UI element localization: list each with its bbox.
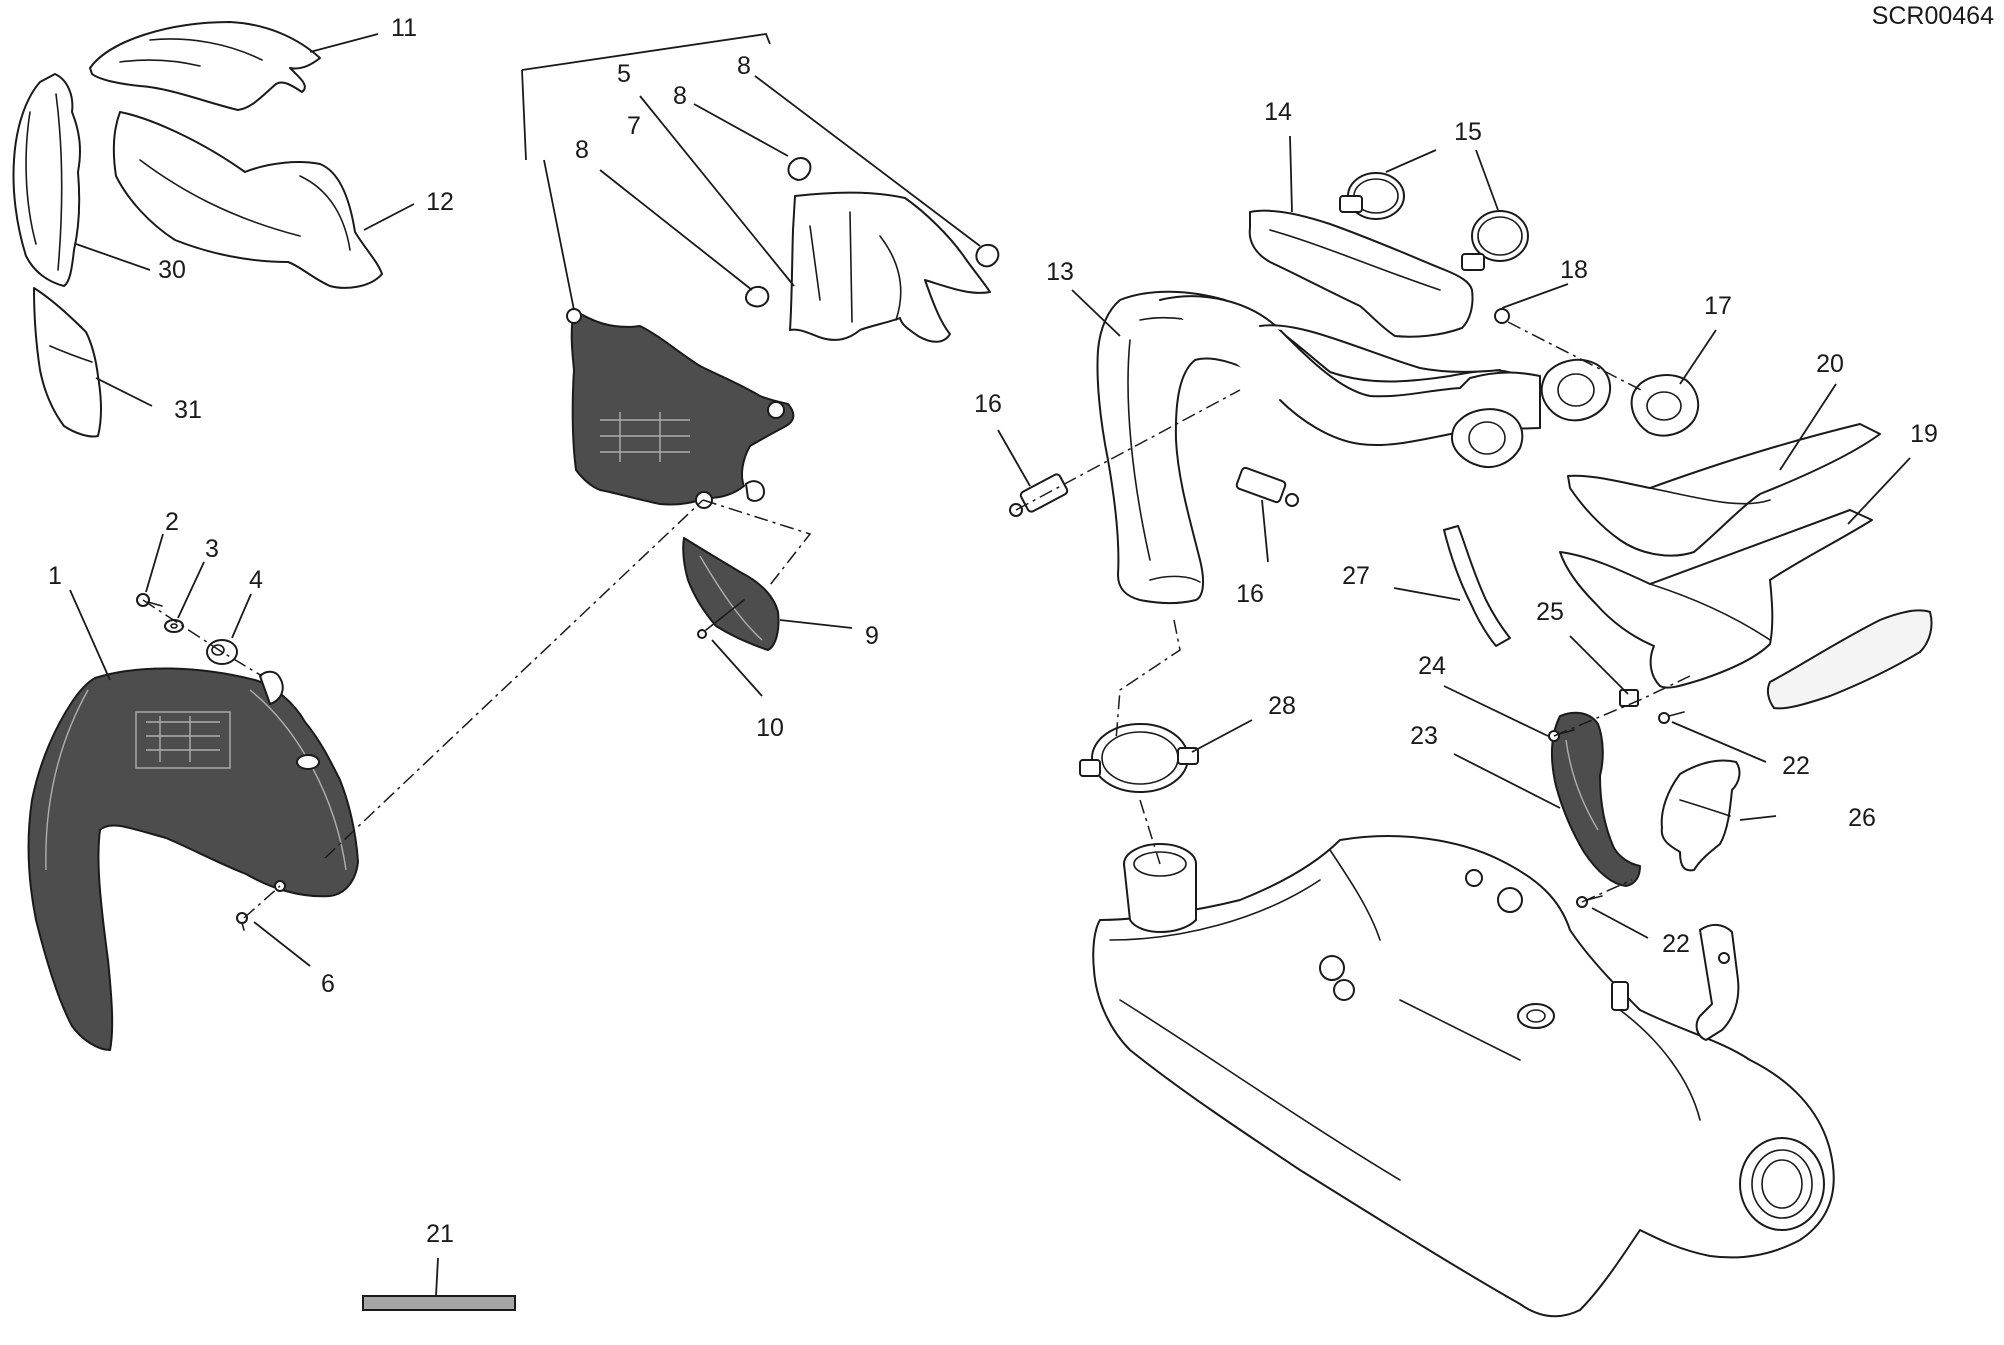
heat-shield-strip-right: [1766, 609, 1933, 710]
callout-18: 18: [1560, 256, 1588, 284]
band-clamp-15a: [1339, 172, 1405, 220]
sensor-16a: [1009, 473, 1069, 517]
callout-19: 19: [1910, 420, 1938, 448]
callout-24: 24: [1418, 652, 1446, 680]
callout-labels: 1 2 3 4 5 6 7 8 8 8 9 10 11 12 13 14 15 …: [48, 14, 1938, 1248]
callout-15: 15: [1454, 118, 1482, 146]
part-6-screw: [236, 912, 248, 931]
clip-25: [1619, 689, 1639, 707]
callout-5: 5: [617, 60, 631, 88]
callout-16a: 16: [974, 390, 1002, 418]
part-3-washer: [164, 619, 184, 633]
gasket-17: [1630, 374, 1700, 437]
bracket-5: [566, 308, 795, 509]
callout-17: 17: [1704, 292, 1732, 320]
silencer-mount-bracket: [1695, 924, 1740, 1041]
callout-20: 20: [1816, 350, 1844, 378]
callout-3: 3: [205, 535, 219, 563]
callout-28: 28: [1268, 692, 1296, 720]
bracket-23: [1550, 711, 1641, 887]
callout-16b: 16: [1236, 580, 1264, 608]
heat-guard-12: [112, 111, 383, 289]
callout-27: 27: [1342, 562, 1370, 590]
outlet-flange-a: [1451, 408, 1524, 468]
silencer-rubber-mounts: [1319, 869, 1523, 1001]
callout-4: 4: [249, 566, 263, 594]
heat-guard-26: [1660, 759, 1741, 872]
callout-8b: 8: [673, 82, 687, 110]
outlet-flange-b: [1540, 358, 1612, 422]
callout-6: 6: [321, 970, 335, 998]
heat-shield-1: [27, 667, 359, 1051]
silencer-body: [1092, 835, 1835, 1318]
callout-13: 13: [1046, 258, 1074, 286]
silencer-inlet: [1123, 843, 1197, 933]
sensor-16b: [1235, 466, 1299, 507]
callout-7: 7: [627, 112, 641, 140]
nut-18: [1494, 308, 1510, 324]
band-clamp-15b: [1461, 210, 1529, 271]
callout-8a: 8: [575, 136, 589, 164]
heat-guard-14: [1248, 209, 1474, 338]
callout-30: 30: [158, 256, 186, 284]
silencer-sensor-boss: [1517, 981, 1629, 1029]
heat-guard-19: [1559, 509, 1873, 689]
screw-22a: [1658, 711, 1685, 724]
drawing-code: SCR00464: [1872, 2, 1994, 30]
heat-shield-1-mount: [259, 670, 320, 892]
callout-2: 2: [165, 508, 179, 536]
callout-21: 21: [426, 1220, 454, 1248]
heat-guard-31: [33, 287, 102, 438]
part-8-grommet-b: [975, 244, 1000, 268]
callout-8c: 8: [737, 52, 751, 80]
hose-27: [1443, 525, 1511, 647]
callout-11: 11: [391, 14, 417, 42]
header-pipe-13-upper: [1159, 295, 1541, 447]
heat-guard-11: [89, 21, 321, 111]
callout-1: 1: [48, 562, 62, 590]
callout-25: 25: [1536, 598, 1564, 626]
clamp-28: [1079, 723, 1199, 793]
part-10-screw: [697, 599, 745, 639]
cover-7: [789, 191, 991, 343]
callout-22a: 22: [1782, 752, 1810, 780]
part-8-grommet-c: [745, 286, 770, 308]
heat-guard-9: [682, 537, 780, 651]
callout-14: 14: [1264, 98, 1292, 126]
callout-9: 9: [865, 622, 879, 650]
callout-12: 12: [426, 188, 454, 216]
heat-guard-20: [1567, 423, 1881, 557]
callout-23: 23: [1410, 722, 1438, 750]
callout-22b: 22: [1662, 930, 1690, 958]
part-8-grommet-a: [787, 157, 812, 181]
callout-10: 10: [756, 714, 784, 742]
silencer-outlet: [1739, 1137, 1825, 1231]
screw-22b: [1576, 895, 1603, 908]
callout-26: 26: [1848, 804, 1876, 832]
leader-lines: [69, 33, 1911, 1297]
part-21-strip: [362, 1295, 516, 1311]
heat-guard-30: [12, 73, 81, 287]
callout-31: 31: [174, 396, 202, 424]
assembly-axes: [142, 321, 1691, 919]
